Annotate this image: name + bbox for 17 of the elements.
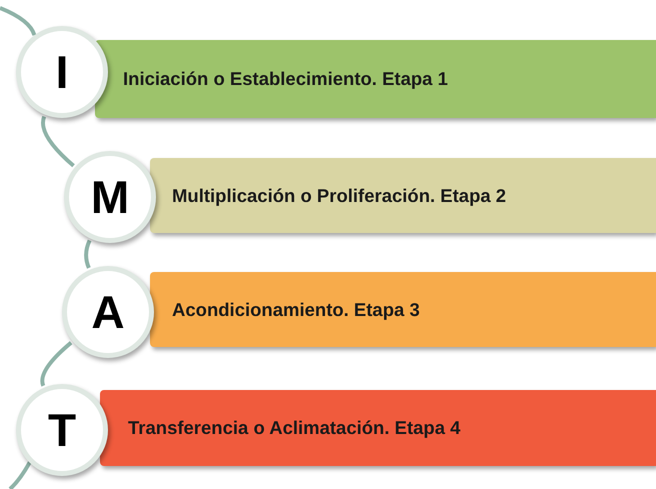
stage-letter: A [91, 285, 125, 339]
stage-letter: M [90, 170, 130, 224]
letter-circle [62, 266, 154, 358]
stage-bar [95, 40, 656, 118]
stage-letter: T [48, 403, 76, 457]
stage-label: Multiplicación o Proliferación. Etapa 2 [172, 184, 506, 206]
connector-curve [84, 240, 92, 269]
stage-bar [100, 390, 656, 466]
stage-bar [150, 272, 656, 347]
stage-label: Acondicionamiento. Etapa 3 [172, 298, 420, 320]
letter-circle [64, 151, 156, 243]
stage-label: Iniciación o Establecimiento. Etapa 1 [123, 68, 448, 90]
stage-label: Transferencia o Aclimatación. Etapa 4 [128, 417, 460, 439]
stage-letter: I [56, 45, 68, 99]
letter-circle [16, 26, 108, 118]
connector-curve [41, 116, 75, 168]
stage-bar [150, 158, 656, 233]
